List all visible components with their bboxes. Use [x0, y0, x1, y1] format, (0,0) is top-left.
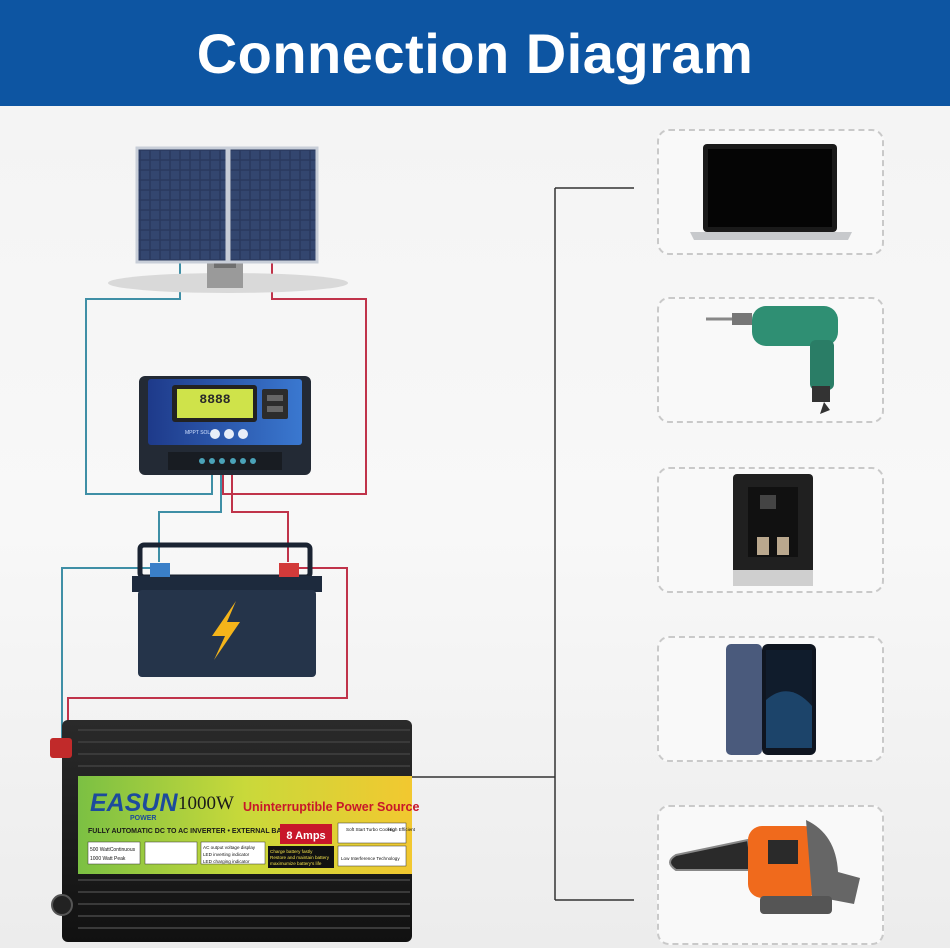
drill-icon [706, 306, 838, 414]
inverter-charge-note-1: Charge battery fastly [270, 849, 313, 854]
charge-controller: 8888 MPPT SOLAR [139, 376, 311, 475]
wire-ctrl-battery-negative [158, 464, 222, 562]
lightning-icon [212, 601, 240, 660]
inverter-subtitle: FULLY AUTOMATIC DC TO AC INVERTER • EXTE… [88, 828, 304, 835]
inverter-rating-peak: 1000 Watt Peak [90, 856, 126, 862]
inverter-charge-note-3: maximumize battery's life [270, 861, 322, 866]
controller-display: 8888 [199, 392, 230, 407]
inverter-charge-note-2: Restore and maintain battery [270, 855, 330, 860]
wire-battery-inverter-negative [61, 567, 159, 748]
inverter: EASUN POWER 1000W Uninterruptible Power … [50, 720, 419, 942]
wire-ctrl-battery-positive [231, 464, 289, 562]
inverter-amps: 8 Amps [286, 830, 325, 842]
inverter-low-interference: Low Interference Technology [341, 856, 400, 861]
wire-panel-negative [85, 262, 213, 495]
inverter-feature-3: LED charging indicator [203, 859, 250, 864]
ac-wires [412, 187, 634, 901]
inverter-wattage: 1000W [178, 793, 234, 814]
wire-panel-positive [222, 262, 367, 495]
inverter-brand-sub: POWER [130, 815, 156, 822]
coffee-machine-icon [733, 474, 813, 586]
controller-label: MPPT SOLAR [185, 430, 218, 436]
smartphone-icon [726, 644, 816, 755]
inverter-soft-start: Soft Start [346, 827, 366, 832]
header-banner: Connection Diagram [0, 0, 950, 106]
inverter-feature-2: LED inverting indicator [203, 852, 250, 857]
page-title: Connection Diagram [196, 21, 754, 85]
wire-battery-inverter-positive [67, 567, 348, 740]
inverter-negative-terminal [51, 894, 73, 916]
inverter-rating-continuous: 500 WattContinuous [90, 847, 136, 853]
laptop-icon [690, 144, 852, 240]
inverter-ups-title: Uninterruptible Power Source [243, 800, 419, 814]
dc-wires [61, 262, 367, 748]
inverter-brand: EASUN [90, 789, 178, 817]
solar-panel [108, 146, 348, 293]
inverter-high-efficient: High Efficient [388, 827, 416, 832]
inverter-feature-1: AC output voltage display [203, 845, 256, 850]
battery [132, 542, 322, 677]
inverter-turbo-cooling: Turbo Cooling [366, 827, 395, 832]
inverter-positive-terminal [50, 738, 72, 758]
chainsaw-icon [669, 820, 860, 914]
